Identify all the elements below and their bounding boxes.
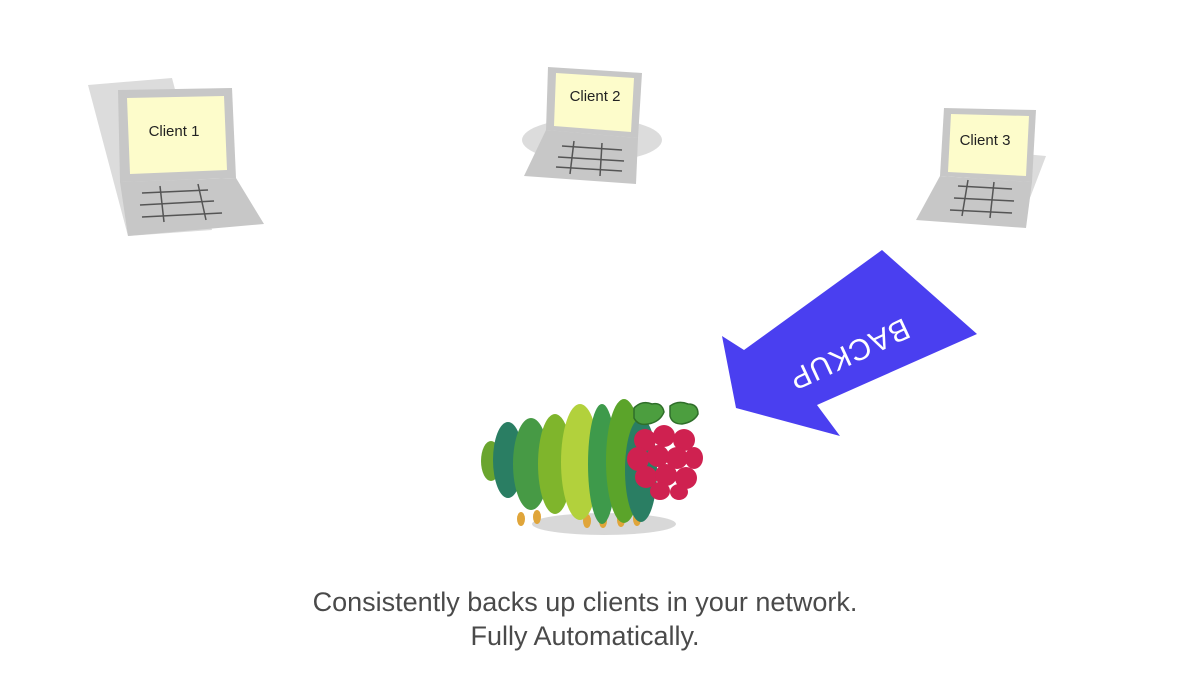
laptop-client-2: Client 2 [522, 67, 662, 184]
laptop-screen [554, 73, 634, 132]
backup-arrow-shape [722, 250, 977, 436]
client-1-label: Client 1 [149, 123, 200, 140]
caption-line-1: Consistently backs up clients in your ne… [312, 587, 858, 617]
backup-arrow: BACKUP [722, 250, 977, 436]
laptop-keyboard-base [120, 178, 264, 236]
raspberry-head-icon [627, 425, 703, 500]
laptop-screen [127, 96, 227, 174]
keyboard-grid [555, 140, 625, 177]
raspberry-leaves-icon [633, 401, 699, 426]
laptop-keyboard-base [916, 176, 1032, 228]
client-3-label: Client 3 [960, 132, 1011, 149]
keyboard-grid [139, 183, 223, 223]
laptop-client-3: Client 3 [916, 108, 1046, 228]
laptop-client-1: Client 1 [88, 78, 264, 236]
caption-line-2: Fully Automatically. [470, 621, 700, 651]
keyboard-grid [949, 179, 1015, 219]
client-2-label: Client 2 [570, 88, 621, 105]
laptop-screen [948, 114, 1029, 176]
raspberry-caterpillar [481, 399, 703, 535]
